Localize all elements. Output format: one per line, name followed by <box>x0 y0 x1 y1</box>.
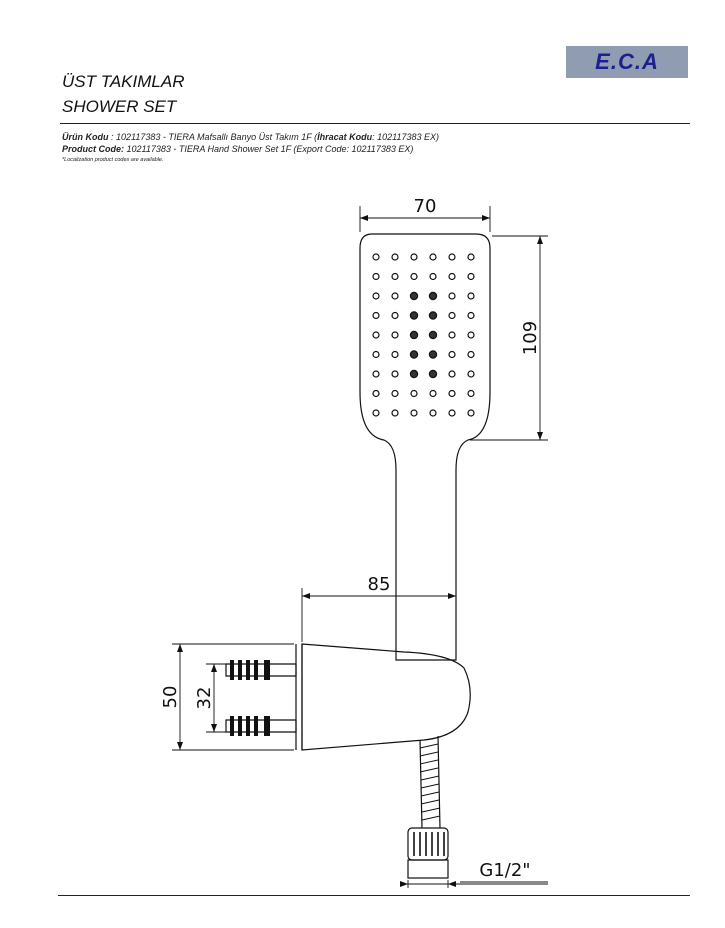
nozzle <box>410 389 418 398</box>
nozzle <box>448 409 456 417</box>
nozzle <box>428 350 438 359</box>
export-code-tr-label: İhracat Kodu <box>317 132 373 142</box>
nozzle <box>372 253 380 261</box>
nozzle <box>448 370 456 378</box>
wall-plug-top <box>225 663 297 677</box>
nozzle <box>391 311 399 320</box>
nozzle <box>448 350 456 359</box>
localization-note: *Localization product codes are availabl… <box>62 157 164 163</box>
dim-spacing-32: 32 <box>194 687 215 710</box>
nozzle <box>410 272 418 281</box>
nozzle <box>391 370 399 378</box>
nozzle <box>409 291 419 301</box>
nozzle <box>372 292 380 300</box>
nozzle <box>429 389 437 398</box>
dim-height-109: 109 <box>520 321 541 355</box>
product-code-en-text: 102117383 - TIERA Hand Shower Set 1F (Ex… <box>124 144 414 154</box>
nozzle <box>467 272 475 281</box>
nozzle <box>429 409 437 417</box>
nozzle <box>391 292 399 300</box>
nozzle <box>391 272 399 281</box>
nozzle <box>428 311 438 320</box>
dim-length-85: 85 <box>368 574 391 595</box>
dim-thread-g12: G1/2" <box>479 860 530 881</box>
product-code-en-label: Product Code: <box>62 144 124 154</box>
nozzle <box>448 272 456 281</box>
nozzle <box>372 350 380 359</box>
nozzle <box>428 330 438 340</box>
wall-holder <box>301 643 471 751</box>
spray-nozzles <box>372 253 475 417</box>
wall-plug-bottom <box>225 719 297 733</box>
nozzle <box>429 253 437 261</box>
logo-text: E.C.A <box>595 49 659 74</box>
nozzle <box>372 311 380 320</box>
nozzle <box>409 330 419 340</box>
nozzle <box>428 369 438 379</box>
bottom-divider <box>58 895 690 896</box>
nozzle <box>391 389 399 398</box>
product-code-tr-text: : 102117383 - TIERA Mafsallı Banyo Üst T… <box>108 132 318 142</box>
nozzle <box>409 311 419 320</box>
dim-width-70: 70 <box>414 196 437 217</box>
nozzle <box>372 409 380 417</box>
nozzle <box>467 253 475 261</box>
nozzle <box>448 331 456 339</box>
nozzle <box>391 253 399 261</box>
nozzle <box>467 370 475 378</box>
nozzle <box>467 292 475 300</box>
nozzle <box>428 291 438 301</box>
nozzle <box>448 253 456 261</box>
nozzle <box>410 253 418 261</box>
hose <box>419 735 441 829</box>
title-turkish: ÜST TAKIMLAR <box>62 72 185 91</box>
nozzle <box>372 389 380 398</box>
export-code-tr-text: : 102117383 EX) <box>372 132 439 142</box>
nozzle <box>409 350 419 359</box>
nozzle <box>391 409 399 417</box>
nozzle <box>372 331 380 339</box>
nozzle <box>448 311 456 320</box>
nozzle <box>391 331 399 339</box>
dim-height-50: 50 <box>160 686 181 709</box>
product-code-tr: Ürün Kodu : 102117383 - TIERA Mafsallı B… <box>62 132 439 142</box>
title-english: SHOWER SET <box>62 97 177 116</box>
nozzle <box>448 389 456 398</box>
nozzle <box>391 350 399 359</box>
eca-logo: E.C.A <box>566 46 688 78</box>
nozzle <box>467 331 475 339</box>
nozzle <box>467 409 475 417</box>
nozzle <box>409 369 419 379</box>
nozzle <box>467 389 475 398</box>
nozzle <box>372 272 380 281</box>
top-divider <box>60 123 690 124</box>
product-code-en: Product Code: 102117383 - TIERA Hand Sho… <box>62 144 413 154</box>
nozzle <box>429 272 437 281</box>
nozzle <box>410 409 418 417</box>
nozzle <box>467 350 475 359</box>
nozzle <box>448 292 456 300</box>
nozzle <box>467 311 475 320</box>
nozzle <box>372 370 380 378</box>
product-code-tr-label: Ürün Kodu <box>62 132 109 142</box>
